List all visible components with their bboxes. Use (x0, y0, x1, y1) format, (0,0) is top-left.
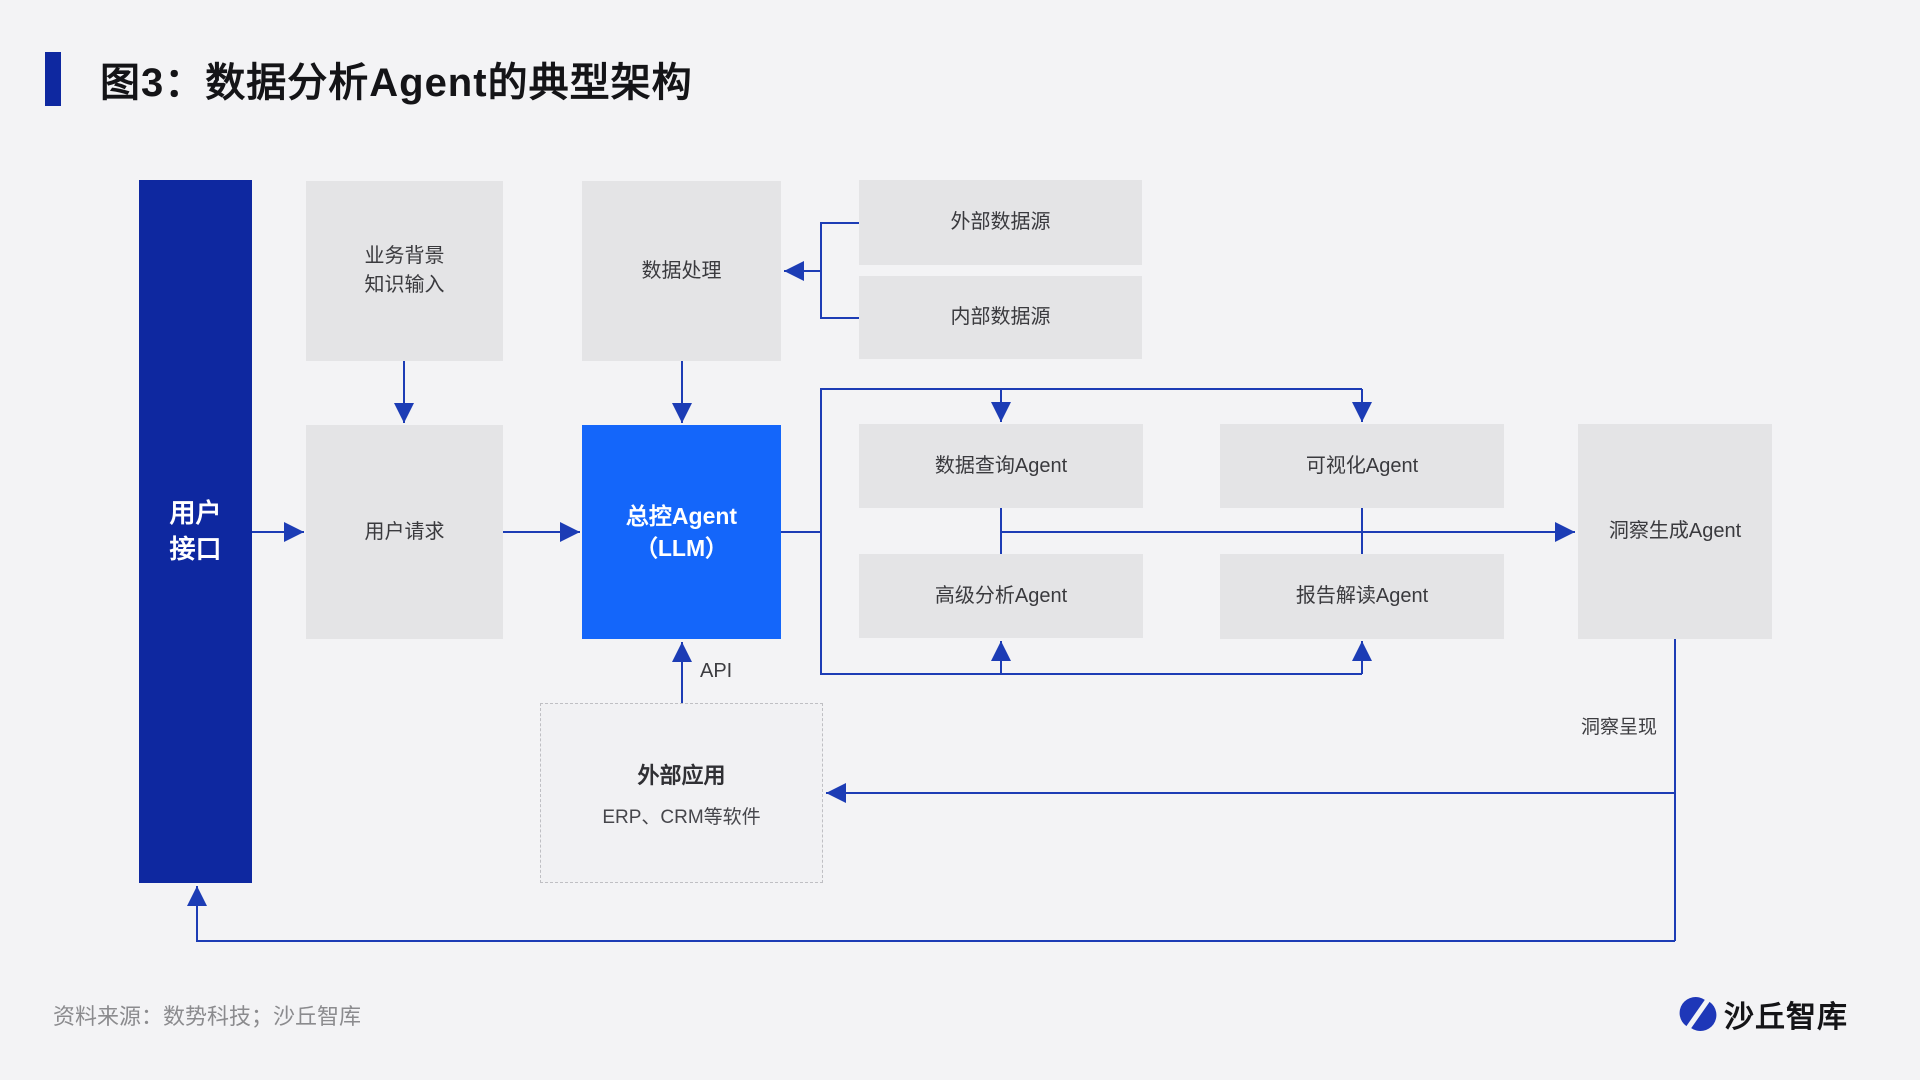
datasource-bracket (820, 222, 859, 319)
node-user-request: 用户请求 (306, 425, 503, 639)
node-external-datasource: 外部数据源 (859, 180, 1142, 265)
brand-logo-text: 沙丘智库 (1724, 1001, 1848, 1034)
title-accent-bar (45, 52, 61, 106)
external-app-title: 外部应用 (637, 762, 726, 788)
agents-bracket (820, 388, 1362, 675)
label-insight-presentation: 洞察呈现 (1580, 717, 1657, 738)
figure-title-row: 图3：数据分析Agent的典型架构 (45, 52, 693, 106)
node-user-interface: 用户 接口 (139, 180, 252, 883)
source-note: 资料来源：数势科技；沙丘智库 (53, 1004, 362, 1029)
node-data-processing: 数据处理 (582, 181, 781, 361)
node-external-app: 外部应用 ERP、CRM等软件 (540, 703, 823, 883)
arrow-feedback-to-ui (187, 886, 1675, 942)
node-internal-datasource: 内部数据源 (859, 276, 1142, 359)
node-data-query-agent: 数据查询Agent (859, 424, 1143, 508)
node-visualization-agent: 可视化Agent (1220, 424, 1504, 508)
figure-title: 图3：数据分析Agent的典型架构 (100, 61, 693, 105)
node-insight-agent: 洞察生成Agent (1578, 424, 1772, 639)
label-api: API (700, 660, 733, 682)
node-business-background: 业务背景 知识输入 (306, 181, 503, 361)
brand-logo: 沙丘智库 (1678, 992, 1848, 1036)
brand-logo-icon (1679, 996, 1717, 1032)
external-app-subtitle: ERP、CRM等软件 (602, 806, 761, 828)
node-master-agent: 总控Agent （LLM） (582, 425, 781, 639)
node-advanced-analysis-agent: 高级分析Agent (859, 554, 1143, 638)
node-report-agent: 报告解读Agent (1220, 554, 1504, 639)
